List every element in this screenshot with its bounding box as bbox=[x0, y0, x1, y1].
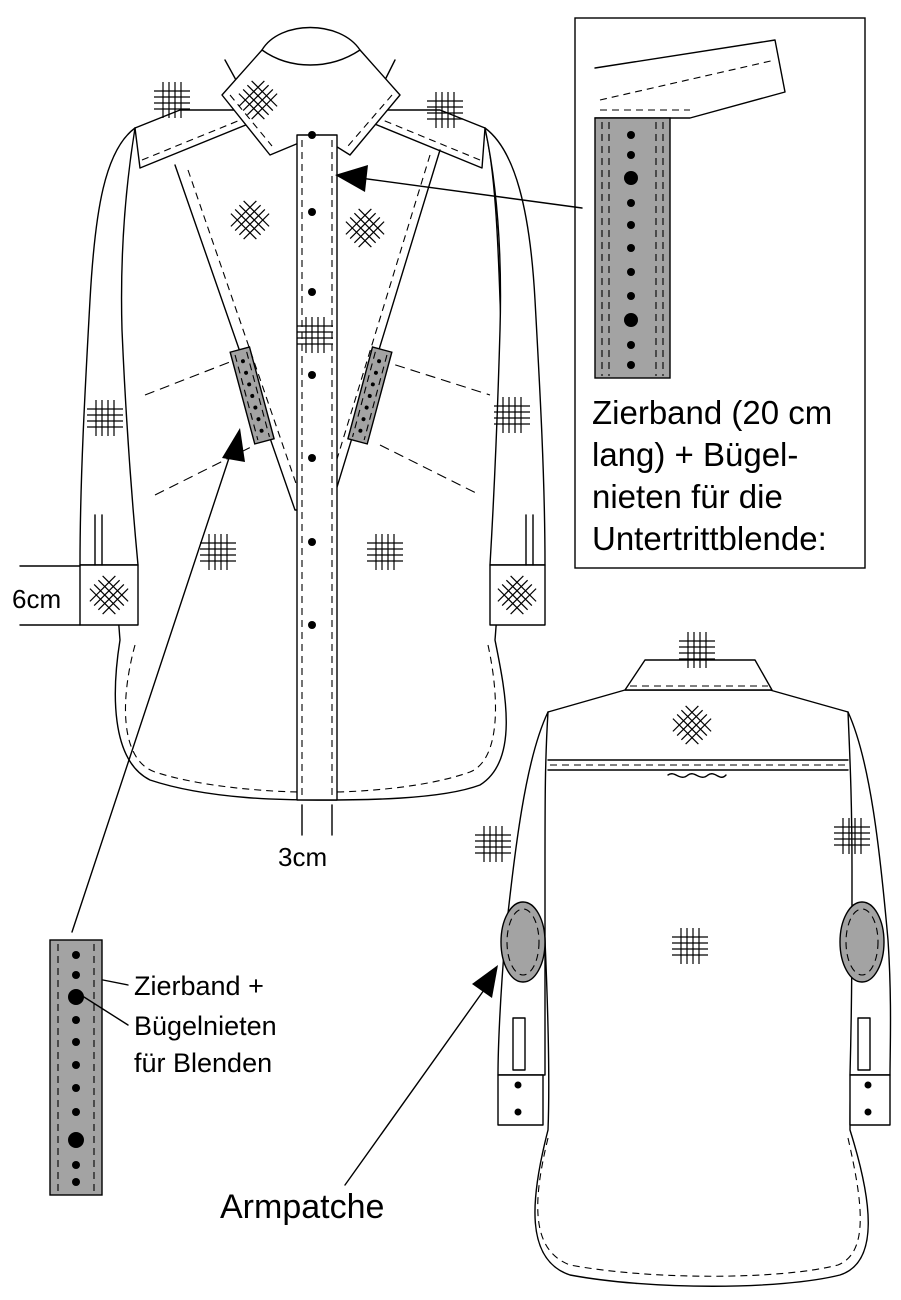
front-right-cuff bbox=[489, 564, 546, 626]
inset-note: Zierband (20 cm lang) + Bügel- nieten fü… bbox=[592, 394, 841, 557]
armpatch-left bbox=[500, 901, 546, 983]
front-pocket-trim-right bbox=[347, 346, 393, 445]
trim-swatch: Zierband + Bügelnieten für Blenden bbox=[49, 939, 284, 1196]
front-buttons bbox=[308, 131, 316, 629]
front-left-cuff bbox=[79, 564, 139, 626]
arrow-placket bbox=[335, 165, 583, 209]
placket-width-label: 3cm bbox=[278, 842, 327, 872]
back-right-sleeve bbox=[847, 711, 892, 1076]
swatch-note: Zierband + Bügelnieten für Blenden bbox=[134, 971, 284, 1078]
back-shirt-view bbox=[474, 631, 892, 1287]
front-pocket-trim-left bbox=[229, 346, 275, 445]
arrow-pocket-trim bbox=[71, 428, 245, 933]
front-shirt-view: 6cm 3cm bbox=[12, 26, 546, 872]
inset-detail-box: Zierband (20 cm lang) + Bügel- nieten fü… bbox=[574, 17, 866, 569]
armpatch-right bbox=[839, 901, 885, 983]
back-left-sleeve bbox=[497, 711, 549, 1076]
back-body-outline bbox=[534, 689, 869, 1287]
arrow-armpatch bbox=[344, 965, 498, 1186]
front-center-placket bbox=[296, 134, 338, 801]
cuff-width-label: 6cm bbox=[12, 584, 61, 614]
armpatch-label: Armpatche bbox=[220, 1188, 384, 1226]
